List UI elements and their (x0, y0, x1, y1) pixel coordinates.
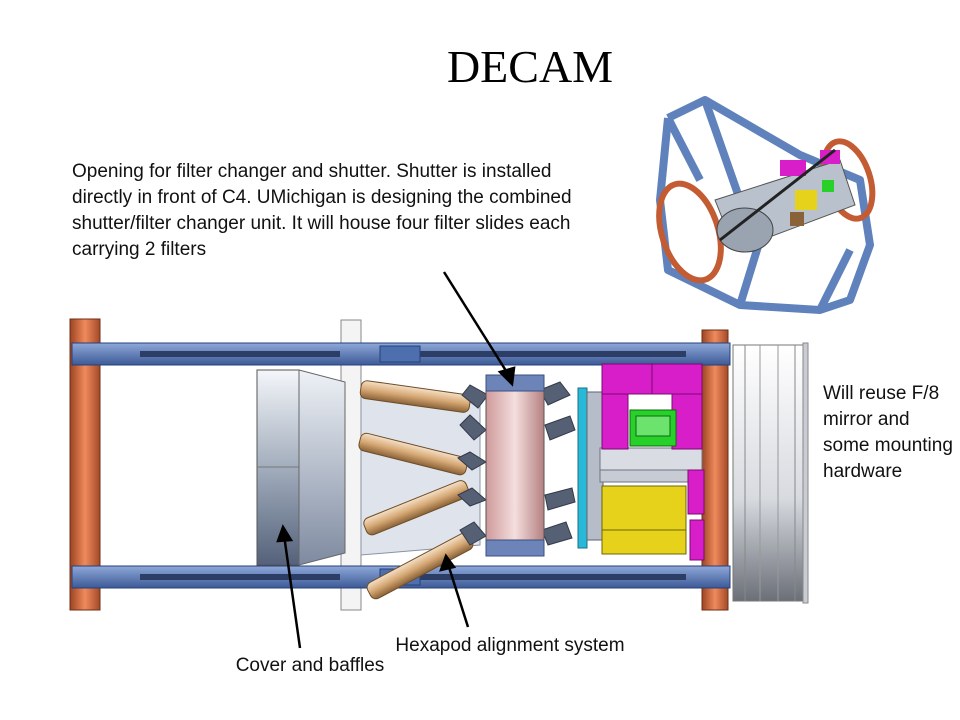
cover-baffles-label: Cover and baffles (235, 655, 385, 676)
filter-changer-annotation: Opening for filter changer and shutter. … (72, 161, 572, 260)
focal-plane-mechanics (586, 391, 703, 541)
support-fins (457, 381, 576, 546)
top-frame-bar (71, 342, 731, 366)
right-flange (701, 329, 729, 611)
mirror-annotation: Will reuse F/8 mirror and some mounting … (823, 383, 953, 482)
hexapod-label: Hexapod alignment system (395, 635, 625, 656)
page-title: DECAM (446, 41, 614, 92)
left-flange (69, 318, 101, 611)
shutter-filter-drum (485, 374, 545, 557)
camera-cross-section (69, 318, 809, 611)
mirror-mount (732, 342, 809, 604)
green-block (629, 409, 677, 447)
yellow-block (601, 485, 687, 555)
decam-3d-inset (656, 96, 876, 314)
c4-plate (577, 387, 588, 549)
cover-and-baffles (256, 369, 346, 566)
magenta-housing (601, 363, 705, 561)
hexapod-struts (358, 380, 474, 600)
leader-lines (276, 271, 516, 649)
